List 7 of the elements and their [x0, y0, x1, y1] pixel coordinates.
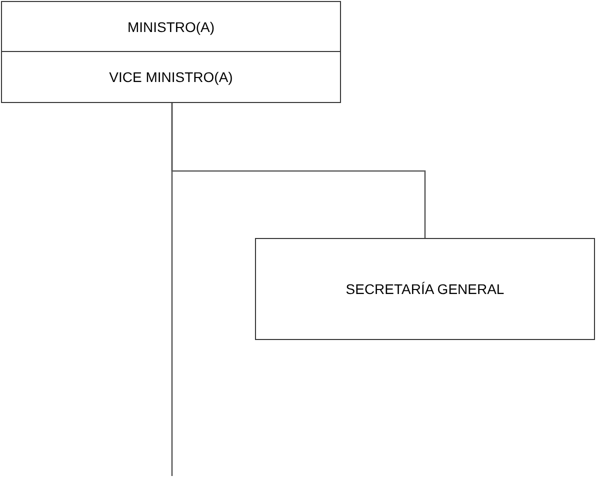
box-label: VICE MINISTRO(A): [109, 68, 233, 86]
box-label: MINISTRO(A): [127, 18, 215, 36]
connector-line: [171, 103, 173, 476]
org-box: [1, 1, 341, 52]
org-box: [255, 238, 595, 340]
box-label: SECRETARÍA GENERAL: [346, 280, 504, 298]
org-box: [1, 51, 341, 103]
